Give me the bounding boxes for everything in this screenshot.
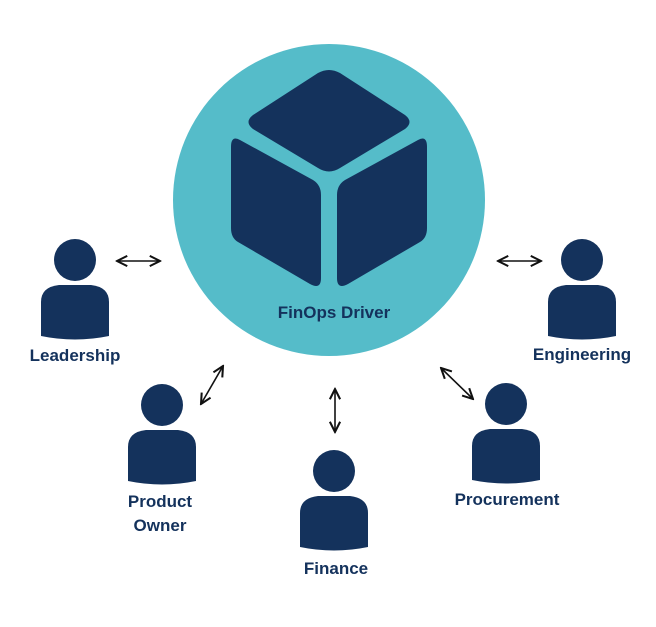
finance-person-icon (300, 450, 368, 551)
leadership-person-icon (41, 239, 109, 340)
procurement-person-icon (472, 383, 540, 484)
engineering-label: Engineering (533, 345, 631, 364)
product-owner-arrow (201, 366, 223, 404)
finops-driver-label: FinOps Driver (278, 303, 391, 322)
product-owner-person-icon (128, 384, 196, 485)
engineering-person-icon (548, 239, 616, 340)
procurement-arrow (441, 368, 473, 399)
finance-label: Finance (304, 559, 368, 578)
leadership-label: Leadership (30, 346, 121, 365)
product-owner-label-line1: Product (128, 492, 193, 511)
procurement-label: Procurement (455, 490, 560, 509)
cube-icon (231, 70, 427, 286)
product-owner-label-line2: Owner (134, 516, 187, 535)
